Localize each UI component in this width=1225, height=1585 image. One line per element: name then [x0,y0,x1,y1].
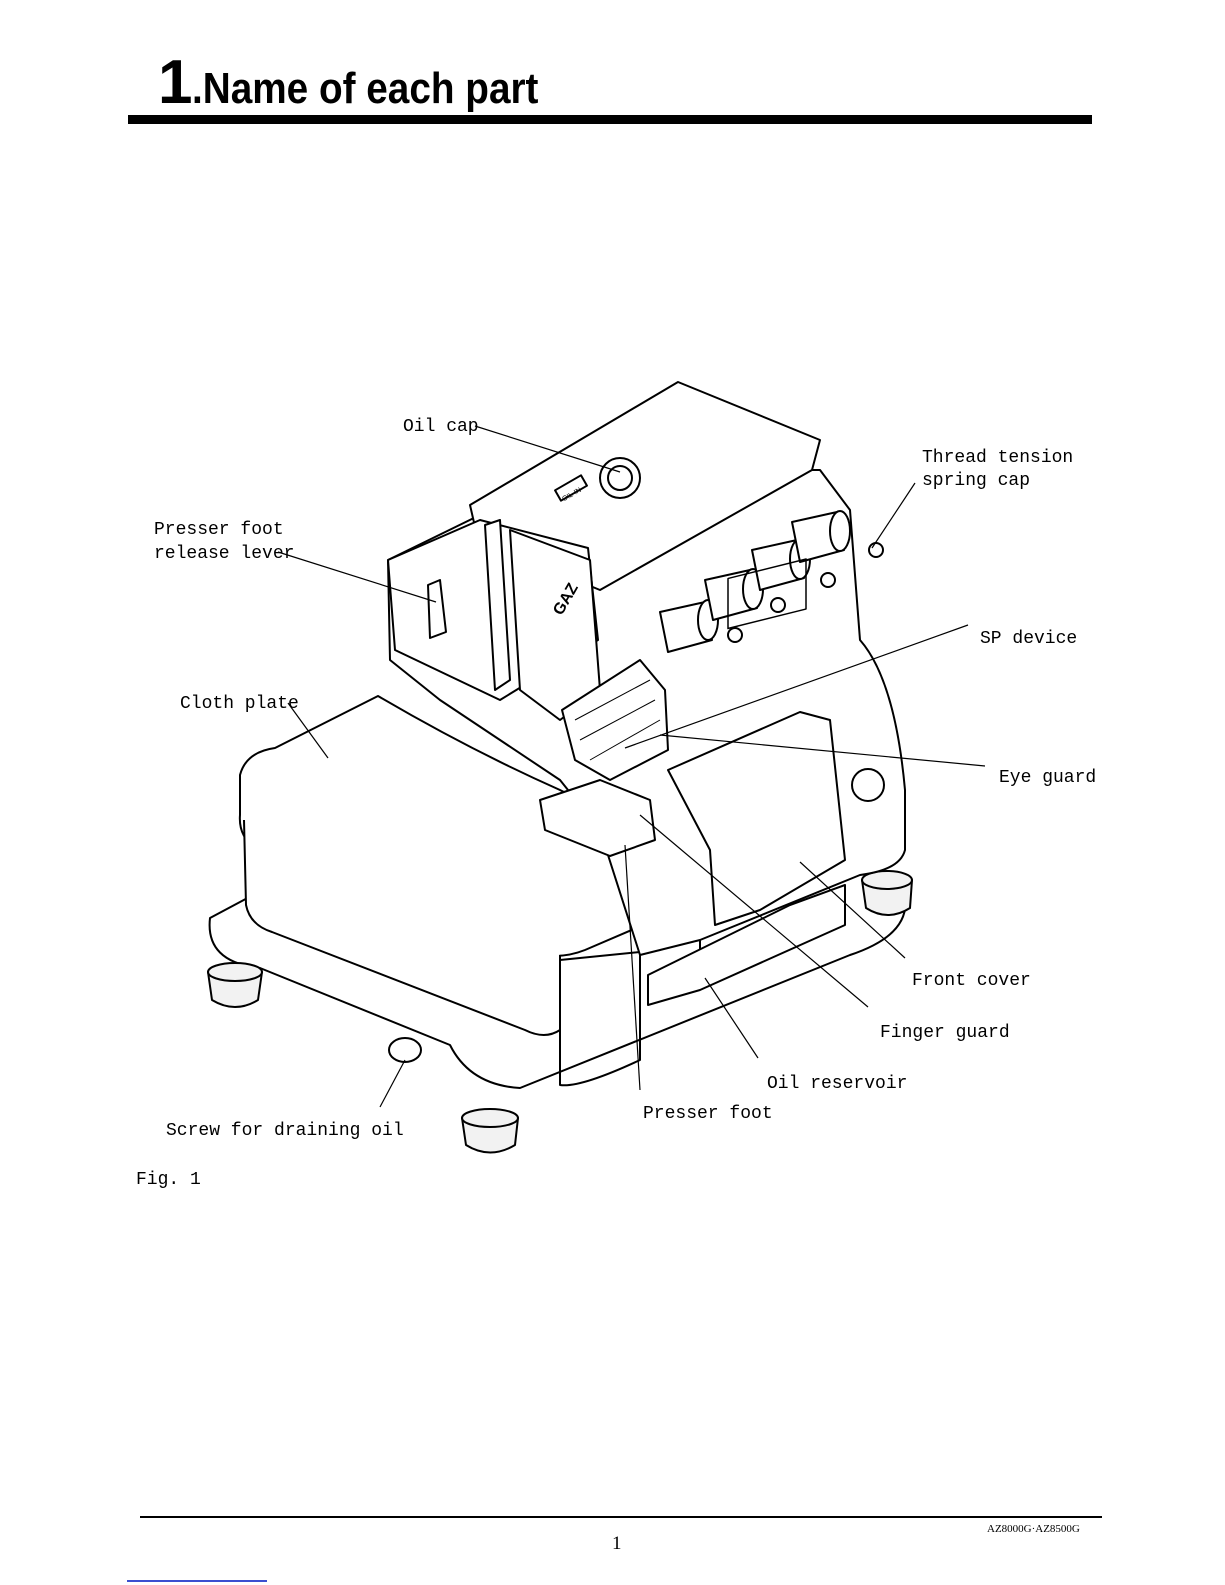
maker-logo [852,769,884,801]
label-eye-guard: Eye guard [999,768,1096,788]
label-finger-guard: Finger guard [880,1023,1010,1043]
oil-cap-shape [600,458,640,498]
label-thread-tension-line1: Thread tension [922,448,1073,468]
label-presser-release-line2: release lever [154,544,294,564]
label-oil-cap: Oil cap [403,417,479,437]
label-cloth-plate: Cloth plate [180,694,299,714]
page-number: 1 [612,1533,622,1555]
model-number: AZ8000G·AZ8500G [987,1523,1080,1535]
machine-drawing: OIL-IN GAZ [208,382,912,1153]
label-presser-foot: Presser foot [643,1104,773,1124]
front-upper-cover [510,530,600,720]
leader-thread-tension [872,483,915,548]
label-presser-release-line1: Presser foot [154,520,284,540]
label-oil-reservoir: Oil reservoir [767,1074,907,1094]
figure-caption: Fig. 1 [136,1170,201,1190]
foot-center [462,1109,518,1153]
label-screw-drain: Screw for draining oil [166,1121,404,1141]
edge-link-mark [127,1580,267,1582]
label-front-cover: Front cover [912,971,1031,991]
foot-left [208,963,262,1007]
footer-rule [140,1516,1102,1518]
label-thread-tension-line2: spring cap [922,471,1030,491]
leader-screw-drain [380,1060,405,1107]
drain-screw-shape [389,1038,421,1062]
foot-right [862,871,912,915]
label-sp-device: SP device [980,629,1077,649]
